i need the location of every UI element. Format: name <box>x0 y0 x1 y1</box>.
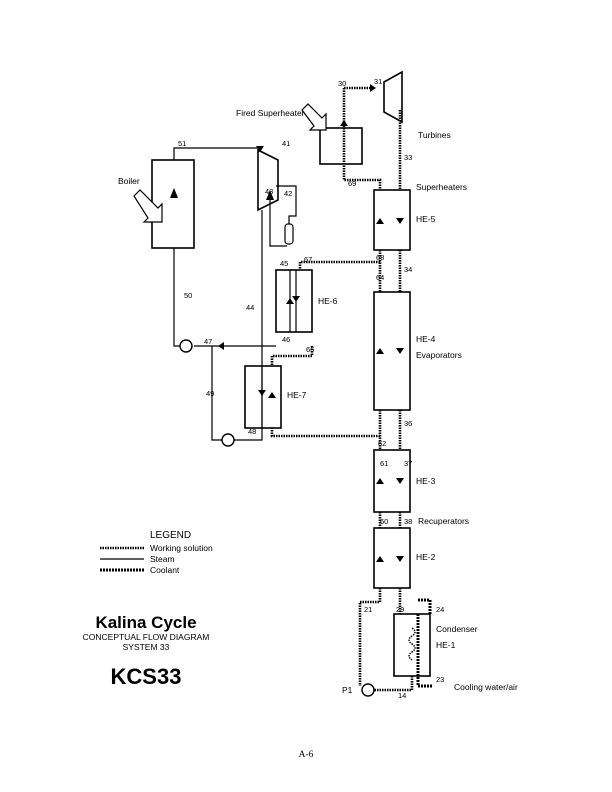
coolant-outlet <box>416 614 432 688</box>
legend-coolant: Coolant <box>150 565 180 575</box>
legend: LEGEND Working solution Steam Coolant <box>100 530 213 575</box>
page-number: A-6 <box>299 750 314 760</box>
pump-47 <box>179 339 193 353</box>
fired-superheater-arrow <box>301 103 327 131</box>
label-he4: HE-4 <box>416 334 436 344</box>
stream-47: 47 <box>204 337 212 346</box>
label-he2: HE-2 <box>416 552 436 562</box>
stream-31: 31 <box>374 77 382 86</box>
stream-21: 21 <box>364 605 372 614</box>
label-he1: HE-1 <box>436 640 456 650</box>
pump-p1 <box>361 683 375 697</box>
label-turbines: Turbines <box>418 130 451 140</box>
label-fired-superheater: Fired Superheater <box>236 108 305 118</box>
stream-29: 29 <box>396 605 404 614</box>
stream-69: 69 <box>348 179 356 188</box>
stream-46: 46 <box>282 335 290 344</box>
stream-30: 30 <box>338 79 346 88</box>
stream-44: 44 <box>246 303 254 312</box>
label-he3: HE-3 <box>416 476 436 486</box>
label-condenser: Condenser <box>436 624 478 634</box>
stream-37: 37 <box>404 459 412 468</box>
stream-62: 62 <box>378 439 386 448</box>
label-he6: HE-6 <box>318 296 338 306</box>
stream-23: 23 <box>436 675 444 684</box>
stream-64: 64 <box>376 273 384 282</box>
label-evaporators: Evaporators <box>416 350 462 360</box>
stream-24: 24 <box>436 605 444 614</box>
separator-vessel <box>284 223 294 245</box>
fired-superheater-box <box>319 127 363 165</box>
stream-43: 43 <box>265 187 273 196</box>
caption-title: Kalina Cycle <box>95 613 196 632</box>
caption-code: KCS33 <box>111 664 182 689</box>
flow-arrows <box>170 84 404 562</box>
coolant-inlet <box>418 598 432 614</box>
turbine-secondary <box>257 148 279 212</box>
he7-box <box>244 365 282 429</box>
label-recuperators: Recuperators <box>418 516 469 526</box>
stream-49: 49 <box>206 389 214 398</box>
he6-box <box>275 269 313 333</box>
stream-45: 45 <box>280 259 288 268</box>
stream-42: 42 <box>284 189 292 198</box>
stream-60: 60 <box>380 517 388 526</box>
label-superheaters: Superheaters <box>416 182 467 192</box>
turbine-main <box>383 70 403 124</box>
label-cooling: Cooling water/air <box>454 682 518 692</box>
stream-50: 50 <box>184 291 192 300</box>
legend-steam: Steam <box>150 554 175 564</box>
stream-36: 36 <box>404 419 412 428</box>
label-boiler: Boiler <box>118 176 140 186</box>
caption-line1: CONCEPTUAL FLOW DIAGRAM <box>83 632 210 642</box>
legend-title: LEGEND <box>150 530 191 541</box>
legend-working: Working solution <box>150 543 213 553</box>
working-solution-lines <box>270 86 414 692</box>
stream-numbers: 30 31 33 69 51 41 42 43 45 67 68 34 64 5… <box>178 77 444 700</box>
stream-14: 14 <box>398 691 406 700</box>
stream-41: 41 <box>282 139 290 148</box>
stream-48: 48 <box>248 427 256 436</box>
stream-34: 34 <box>404 265 412 274</box>
stream-68: 68 <box>376 253 384 262</box>
stream-66: 66 <box>306 345 314 354</box>
pump-48 <box>221 433 235 447</box>
stream-51: 51 <box>178 139 186 148</box>
label-he7: HE-7 <box>287 390 307 400</box>
label-he5: HE-5 <box>416 214 436 224</box>
condenser-coil <box>408 627 416 661</box>
boiler-box <box>151 159 195 249</box>
stream-38: 38 <box>404 517 412 526</box>
stream-67: 67 <box>304 255 312 264</box>
he1-box <box>393 613 431 677</box>
stream-33: 33 <box>404 153 412 162</box>
boiler-arrow <box>133 189 163 223</box>
label-pump-p1: P1 <box>342 685 353 695</box>
stream-61: 61 <box>380 459 388 468</box>
caption-line2: SYSTEM 33 <box>123 642 170 652</box>
